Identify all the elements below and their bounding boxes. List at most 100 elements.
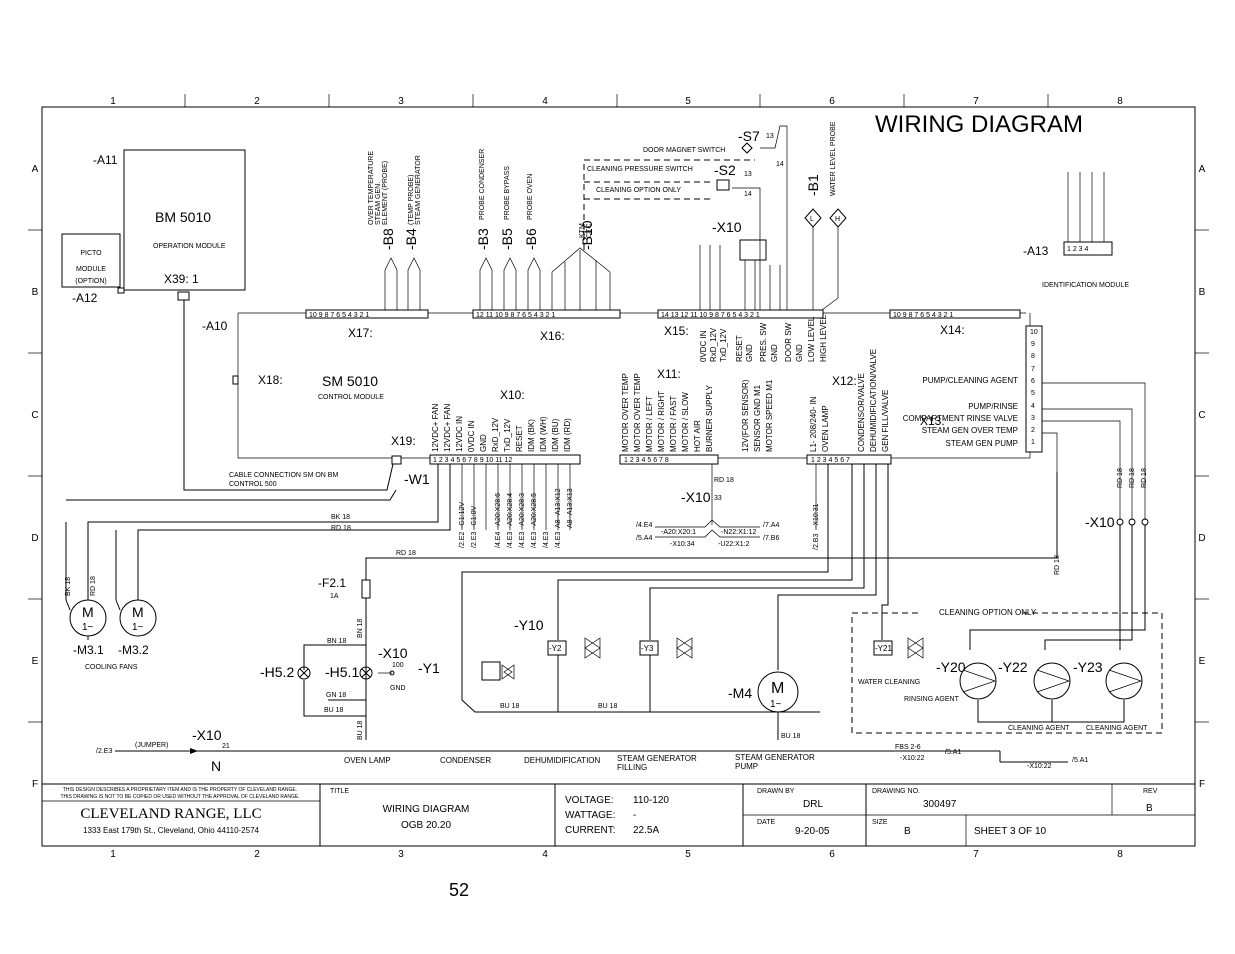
svg-text:-X10:22: -X10:22 [900,755,925,762]
svg-text:X16:: X16: [540,329,565,343]
svg-text:8: 8 [1031,353,1035,360]
svg-text:-B3: -B3 [475,228,491,250]
svg-text:RD 18: RD 18 [1117,468,1124,488]
svg-text:12VDC+ FAN: 12VDC+ FAN [431,404,440,452]
svg-text:/4.E3: /4.E3 [543,532,550,548]
svg-text:1 2 3 4 5 6 7 8: 1 2 3 4 5 6 7 8 [624,457,669,464]
svg-text:1~: 1~ [132,622,144,633]
svg-text:MOTOR SPEED M1: MOTOR SPEED M1 [765,379,774,452]
a11-box [123,149,246,291]
svg-text:RD 18: RD 18 [1129,468,1136,488]
svg-text:IDENTIFICATION MODULE: IDENTIFICATION MODULE [1042,282,1129,289]
svg-text:-Y2: -Y2 [549,644,562,653]
col-label: 1 [110,96,116,107]
svg-text:CONDENSOR/VALVE: CONDENSOR/VALVE [857,373,866,452]
svg-text:-A20:X28:6: -A20:X28:6 [495,493,502,528]
fuse-and-lamps: -F2.1 1A BN 18 BU 18 BN 18 GN 18 BU 18 -… [260,576,408,740]
svg-text:COMPARTMENT RINSE VALVE: COMPARTMENT RINSE VALVE [903,414,1018,423]
svg-text:GN 18: GN 18 [326,692,346,699]
col-label: 4 [542,96,548,107]
svg-text:LOW LEVEL: LOW LEVEL [807,316,816,362]
svg-text:-: - [633,810,636,821]
svg-text:/7.B6: /7.B6 [763,535,779,542]
svg-text:1~: 1~ [82,622,94,633]
svg-text:OVER TEMPERATURE: OVER TEMPERATURE [368,151,375,225]
title-block: THIS DESIGN DESCRIBES A PROPRIETARY ITEM… [42,783,1195,846]
svg-text:-Y10: -Y10 [514,617,544,633]
svg-text:BN 18: BN 18 [327,638,347,645]
svg-text:300497: 300497 [923,799,957,810]
x10-refs: -G1:12V -G1:0V -A20:X28:6 -A20:X28:4 -A2… [459,464,574,548]
svg-text:SIZE: SIZE [872,819,888,826]
svg-text:12V(FOR SENSOR): 12V(FOR SENSOR) [741,379,750,452]
main-wiring: CABLE CONNECTION SM ON BM CONTROL 500 -W… [65,300,1149,670]
svg-text:-B1: -B1 [805,174,821,196]
lamp-h51 [359,666,373,680]
svg-text:L1- 208/240- IN: L1- 208/240- IN [809,396,818,452]
svg-text:/4.E3: /4.E3 [555,532,562,548]
svg-text:GND: GND [479,434,488,452]
x13-pin-labels: PUMP/CLEANING AGENT PUMP/RINSE COMPARTME… [903,376,1018,448]
svg-text:/4.E3: /4.E3 [507,532,514,548]
x10-strip: 1 2 3 4 5 6 7 8 9 10 11 12 X10: [429,388,581,465]
svg-text:-M4: -M4 [728,685,752,701]
svg-text:/2.B3: /2.B3 [813,534,820,550]
svg-text:-S7: -S7 [738,128,760,144]
x15-strip: 14 13 12 11 10 9 8 7 6 5 4 3 2 1 X15: [657,309,824,338]
svg-text:OGB 20.20: OGB 20.20 [401,820,451,831]
row-label: E [1199,656,1206,667]
svg-text:DRL: DRL [803,799,823,810]
col-label: 7 [973,96,979,107]
svg-text:DEHUMIDIFICATION: DEHUMIDIFICATION [524,756,601,765]
svg-text:12VDC IN: 12VDC IN [455,416,464,452]
svg-text:GND: GND [390,685,406,692]
svg-text:BU 18: BU 18 [357,720,364,740]
svg-text:MOTOR OVER TEMP: MOTOR OVER TEMP [633,373,642,452]
svg-text:RD 18: RD 18 [90,576,97,596]
grid-columns-bottom: 1 2 3 4 5 6 7 8 [110,849,1123,860]
lamp-h52 [297,666,311,680]
col-label: 8 [1117,849,1123,860]
svg-text:REV: REV [1143,788,1158,795]
svg-text:M: M [82,604,94,620]
svg-text:-H5.1: -H5.1 [325,664,359,680]
svg-text:DEHUMIDIFICATION/VALVE: DEHUMIDIFICATION/VALVE [869,349,878,452]
svg-text:12VDC+ FAN: 12VDC+ FAN [443,404,452,452]
svg-text:IDM (BK): IDM (BK) [527,419,536,452]
col-label: 2 [254,96,260,107]
col-label: 4 [542,849,548,860]
svg-text:DRAWING NO.: DRAWING NO. [872,788,920,795]
svg-text:RINSING AGENT: RINSING AGENT [904,696,960,703]
svg-text:DATE: DATE [757,819,775,826]
svg-text:MOTOR / RIGHT: MOTOR / RIGHT [657,391,666,452]
svg-text:10: 10 [1030,329,1038,336]
svg-text:33: 33 [714,495,722,502]
svg-text:0VDC IN: 0VDC IN [467,420,476,452]
svg-text:/2.E2: /2.E2 [459,532,466,548]
row-label: F [1199,779,1205,790]
row-label: D [1198,533,1205,544]
svg-text:-Y3: -Y3 [641,644,654,653]
sensor-group-b8-b4: OVER TEMPERATURE STEAM GEN. ELEMENT (PRO… [368,151,422,310]
svg-text:VOLTAGE:: VOLTAGE: [565,795,614,806]
row-label: E [32,656,39,667]
svg-text:MOTOR / LEFT: MOTOR / LEFT [645,396,654,452]
svg-text:/5.A1: /5.A1 [1072,757,1088,764]
svg-text:SHEET 3 OF 10: SHEET 3 OF 10 [974,826,1047,837]
svg-text:4: 4 [1031,403,1035,410]
svg-text:IDM (RD): IDM (RD) [563,418,572,452]
grid-rows-left: A B C D E F [31,164,38,790]
svg-text:(TEMP PROBE): (TEMP PROBE) [408,175,415,225]
svg-text:9-20-05: 9-20-05 [795,826,830,837]
svg-text:HOT AIR: HOT AIR [693,420,702,452]
svg-text:/4.E3: /4.E3 [519,532,526,548]
svg-text:DOOR SW: DOOR SW [784,322,793,362]
svg-text:BURNER SUPPLY: BURNER SUPPLY [705,384,714,452]
svg-text:GEN FILL/VALVE: GEN FILL/VALVE [881,390,890,452]
x10-pin-labels: 12VDC+ FAN 12VDC+ FAN 12VDC IN 0VDC IN G… [431,404,572,452]
svg-text:100: 100 [392,662,404,669]
a10-name: SM 5010 [322,373,378,389]
x13-strip: 109 87 65 43 21 X13: [920,325,1043,453]
svg-text:RD 18: RD 18 [714,477,734,484]
svg-text:THIS DESIGN DESCRIBES A PROPRI: THIS DESIGN DESCRIBES A PROPRIETARY ITEM… [63,787,297,793]
